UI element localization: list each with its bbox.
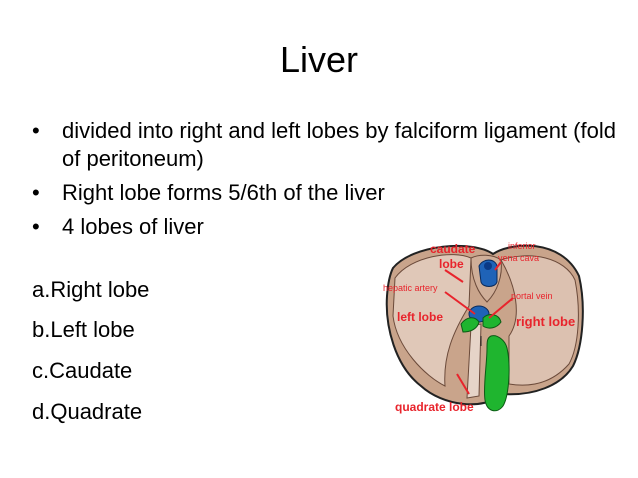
bullet-list: • divided into right and left lobes by f… — [30, 117, 630, 241]
bullet-item-falciform: • divided into right and left lobes by f… — [30, 117, 630, 173]
label-hepatic-artery: hepatic artery — [383, 283, 438, 293]
sub-item-left-lobe: b.Left lobe — [32, 317, 135, 342]
liver-illustration: caudate lobe inferior vena cava hepatic … — [383, 241, 584, 414]
label-inferior-2: vena cava — [498, 253, 539, 263]
sub-item-caudate: c.Caudate — [32, 358, 133, 383]
leader-quadrate — [456, 373, 470, 395]
label-caudate-1: caudate — [430, 242, 476, 256]
vena-cava-shape — [478, 259, 498, 287]
label-caudate-2: lobe — [439, 257, 464, 271]
vena-cava-opening — [484, 262, 492, 270]
bullet-icon: • — [32, 180, 40, 205]
bullet-item-right-lobe: • Right lobe forms 5/6th of the liver — [30, 179, 630, 207]
label-inferior-1: inferior — [508, 241, 536, 251]
slide-title: Liver — [279, 39, 359, 80]
bullet-text: divided into right and left lobes by fal… — [62, 118, 616, 171]
bullet-text: 4 lobes of liver — [62, 214, 204, 239]
leader-hepatic — [444, 291, 476, 315]
left-lobe-shade — [392, 254, 472, 387]
bullet-text: Right lobe forms 5/6th of the liver — [62, 180, 385, 205]
bullet-icon: • — [32, 214, 40, 239]
label-right-lobe: right lobe — [516, 314, 575, 329]
right-lobe-shade — [500, 255, 579, 386]
green-duct-right — [482, 314, 502, 329]
leader-inferior — [494, 261, 502, 271]
label-portal-vein: portal vein — [511, 291, 553, 301]
gallbladder-shape — [483, 335, 510, 412]
leader-caudate — [444, 269, 464, 283]
sub-item-quadrate: d.Quadrate — [32, 399, 143, 424]
bullet-item-four-lobes: • 4 lobes of liver — [30, 213, 630, 241]
bullet-icon: • — [32, 118, 40, 143]
sub-item-right-lobe: a.Right lobe — [32, 277, 150, 302]
leader-portal — [488, 297, 514, 319]
liver-diagram: caudate lobe inferior vena cava hepatic … — [383, 236, 586, 422]
label-quadrate-lobe: quadrate lobe — [395, 400, 474, 414]
green-duct-left — [460, 317, 480, 333]
label-left-lobe: left lobe — [397, 310, 443, 324]
